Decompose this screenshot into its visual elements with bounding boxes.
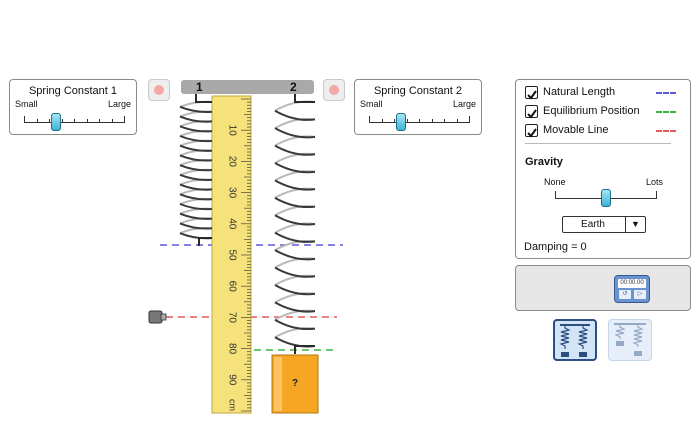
spring-coil-front	[274, 109, 316, 348]
drag-handle-icon[interactable]	[148, 310, 167, 324]
stopwatch-display: 00:00.00	[618, 279, 646, 288]
spring-constant-1-panel: Spring Constant 1 Small Large	[9, 79, 137, 135]
equilibrium-position-legend	[656, 111, 676, 113]
ruler-label: 60	[226, 281, 237, 293]
spring-constant-2-max-label: Large	[452, 99, 476, 109]
ruler-label: 70	[226, 312, 237, 324]
spring-coil-front	[179, 105, 213, 240]
mystery-mass[interactable]: ?	[271, 354, 319, 414]
mass-label: ?	[292, 378, 298, 389]
spring-constant-2-panel: Spring Constant 2 Small Large	[354, 79, 482, 135]
stopwatch-play-icon: ▷	[634, 290, 646, 299]
slider-tick	[431, 119, 433, 123]
spring-1	[179, 94, 213, 246]
natural-length-legend	[656, 92, 676, 94]
spring-constant-1-title: Spring Constant 1	[28, 85, 118, 97]
spring-constant-1-min-label: Small	[15, 99, 38, 109]
movable-line-checkbox[interactable]	[525, 124, 538, 138]
spring-constant-1-max-label: Large	[107, 99, 131, 109]
ruler-label: 50	[226, 249, 237, 261]
slider-tick	[24, 116, 25, 123]
slider-tick	[419, 119, 420, 123]
movable-line-legend	[656, 130, 676, 132]
stop-icon	[154, 85, 164, 95]
spring-bottom-hook	[198, 237, 212, 246]
series-springs-icon	[614, 323, 646, 356]
slider-tick	[456, 119, 458, 123]
slider-tick	[444, 119, 445, 123]
spring-2	[274, 94, 316, 354]
spring-constant-1-slider-thumb[interactable]	[51, 113, 61, 131]
slider-tick	[99, 119, 100, 123]
slider-tick	[381, 119, 383, 123]
hanger-bar	[181, 80, 314, 94]
spring-bottom-hook	[294, 345, 315, 354]
spring-constant-2-min-label: Small	[360, 99, 383, 109]
gravity-slider-tick	[656, 191, 657, 199]
stop-button-1[interactable]	[148, 79, 170, 101]
gravity-min-label: None	[544, 177, 566, 187]
slider-tick	[111, 119, 113, 123]
check-icon	[527, 90, 537, 100]
slider-tick	[369, 116, 370, 123]
ruler-label: 10	[226, 125, 237, 137]
damping-readout: Damping = 0	[524, 241, 587, 253]
check-icon	[527, 109, 537, 119]
ruler-label: 90	[226, 374, 237, 386]
planet-dropdown-value: Earth	[581, 219, 605, 230]
ruler-unit: cm	[228, 399, 238, 411]
slider-tick	[74, 119, 75, 123]
slider-tick	[61, 119, 63, 123]
spring-constant-2-slider-thumb[interactable]	[396, 113, 406, 131]
slider-tick	[406, 119, 408, 123]
options-panel: Natural Length Equilibrium Position Mova…	[515, 79, 691, 259]
stopwatch-reset-icon: ↺	[619, 290, 631, 299]
gravity-title: Gravity	[525, 156, 563, 168]
divider	[525, 143, 671, 144]
gravity-slider-tick	[555, 191, 556, 199]
natural-length-checkbox[interactable]	[525, 86, 538, 100]
movable-line-label: Movable Line	[543, 124, 609, 136]
two-springs-mode-button[interactable]	[553, 319, 597, 361]
gravity-max-label: Lots	[646, 177, 664, 187]
slider-tick	[86, 119, 88, 123]
stop-button-2[interactable]	[323, 79, 345, 101]
planet-dropdown[interactable]: Earth ▼	[562, 216, 646, 233]
stop-icon	[329, 85, 339, 95]
slider-tick	[469, 116, 470, 123]
two-springs-icon	[559, 324, 590, 357]
equilibrium-position-checkbox[interactable]	[525, 105, 538, 119]
spring-constant-2-title: Spring Constant 2	[373, 85, 463, 97]
spring-top-hook	[195, 94, 212, 103]
spring-2-label: 2	[290, 80, 297, 94]
spring-1-label: 1	[196, 80, 203, 94]
triangle-down-icon[interactable]: ▼	[625, 217, 645, 232]
ruler[interactable]: 10 20 30 40 50 60 70 80 90 cm	[211, 95, 252, 414]
series-springs-mode-button[interactable]	[608, 319, 652, 361]
ruler-label: 20	[226, 156, 237, 168]
tools-panel: 00:00.00 ↺ ▷	[515, 265, 691, 311]
check-icon	[527, 128, 537, 138]
slider-tick	[394, 119, 395, 123]
ruler-label: 40	[226, 218, 237, 230]
natural-length-label: Natural Length	[543, 86, 616, 98]
slider-tick	[124, 116, 125, 123]
stopwatch-icon[interactable]: 00:00.00 ↺ ▷	[614, 275, 650, 303]
spring-top-hook	[294, 94, 315, 103]
gravity-slider-thumb[interactable]	[600, 189, 611, 207]
equilibrium-position-label: Equilibrium Position	[543, 105, 640, 117]
slider-tick	[49, 119, 50, 123]
ruler-label: 80	[226, 343, 237, 355]
ruler-label: 30	[226, 187, 237, 199]
slider-tick	[36, 119, 38, 123]
